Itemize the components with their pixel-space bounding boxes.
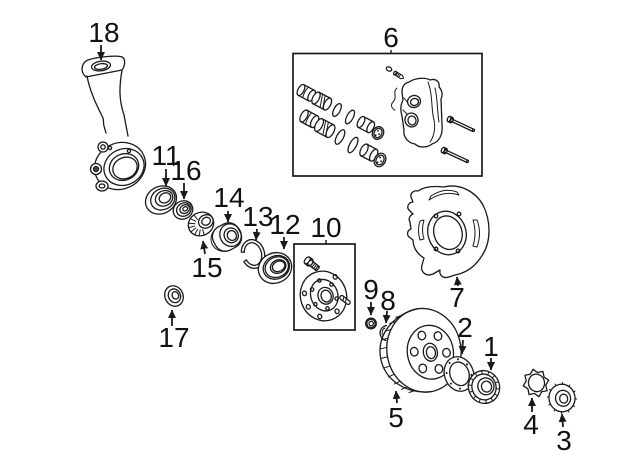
callout-label-16: 16: [170, 155, 201, 186]
part-17-seal-ring: [164, 285, 184, 307]
part-6-caliper-kit-box: [292, 52, 483, 177]
part-11-seal: [144, 185, 178, 215]
part-3-adjusting-nut: [546, 381, 578, 415]
part-9-nut: [365, 317, 377, 330]
callout-arrow-8: [382, 310, 391, 324]
callout-label-12: 12: [269, 209, 300, 240]
callout-label-5: 5: [388, 402, 404, 433]
slide-pin-1: [446, 115, 476, 133]
callout-labels: 18 11 16 14 13 12 10 15 17 6 7 9 8 5 2 1…: [88, 17, 571, 456]
hose-line: [391, 87, 398, 111]
callout-arrow-3: [558, 413, 567, 428]
callout-label-1: 1: [483, 331, 499, 362]
callout-label-18: 18: [88, 17, 119, 48]
callout-arrow-13: [252, 228, 261, 241]
roll-pin: [339, 294, 351, 306]
callout-arrow-7: [453, 276, 462, 287]
callout-label-11: 11: [151, 140, 180, 171]
callout-label-13: 13: [242, 201, 273, 232]
bleeder-cap: [385, 66, 393, 72]
callout-label-9: 9: [363, 274, 379, 305]
part-15-roller-bearing: [187, 211, 215, 237]
part-14-bearing-race: [210, 222, 243, 252]
part-8-clip: [379, 324, 388, 341]
part-7-splash-shield: [406, 185, 490, 279]
part-1-lock-nut: [467, 369, 501, 405]
caliper-body: [400, 77, 443, 148]
callout-label-14: 14: [213, 182, 244, 213]
callout-label-6: 6: [383, 22, 399, 53]
callout-label-4: 4: [523, 409, 539, 440]
callout-arrow-15: [200, 240, 209, 255]
part-2-thrust-washer: [443, 356, 475, 392]
callout-label-15: 15: [191, 252, 222, 283]
part-5-brake-rotor: [379, 307, 462, 394]
callout-arrow-2: [458, 339, 467, 355]
callout-label-3: 3: [556, 425, 572, 456]
part-18-steering-knuckle: [81, 55, 147, 192]
callout-arrows: [97, 45, 567, 428]
callout-label-10: 10: [310, 212, 341, 243]
part-4-lock-washer: [522, 368, 550, 398]
callout-label-17: 17: [158, 322, 189, 353]
part-12-seal: [257, 251, 293, 285]
bleeder-screw: [392, 70, 404, 80]
callout-label-8: 8: [380, 285, 396, 316]
callout-label-2: 2: [457, 312, 473, 343]
hub-body: [299, 270, 348, 322]
callout-label-7: 7: [449, 282, 465, 313]
part-10-hub-box: [293, 243, 356, 331]
slide-pin-2: [440, 146, 470, 164]
callout-arrow-5: [392, 390, 401, 404]
part-16-bearing: [172, 200, 194, 220]
wheel-stud: [303, 256, 320, 272]
